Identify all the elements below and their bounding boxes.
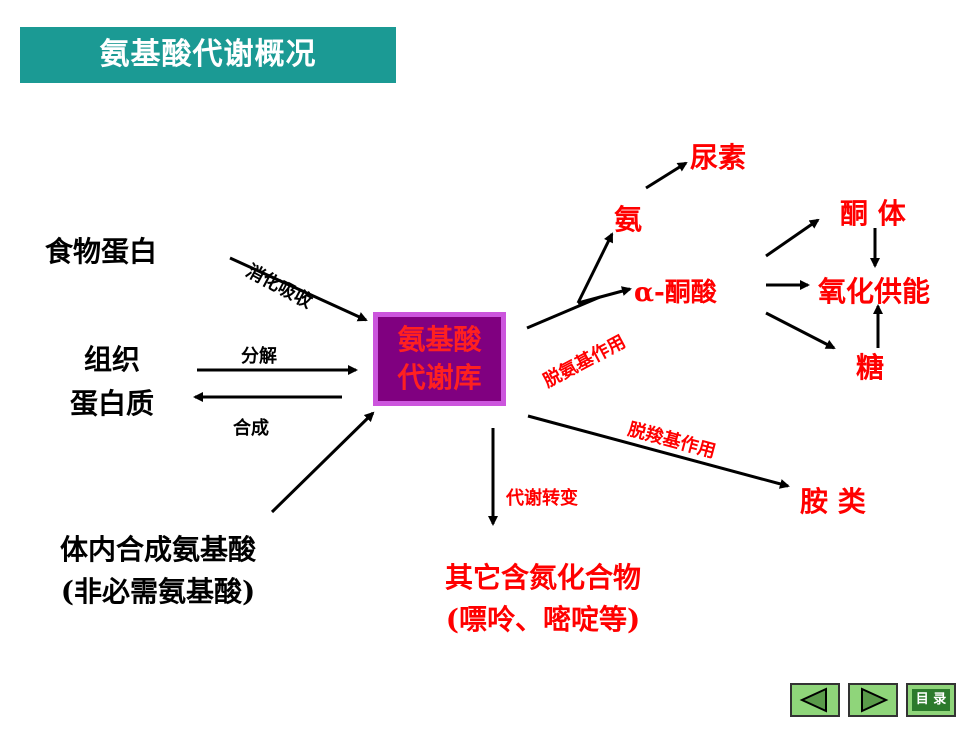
- synthesize-label: 合成: [233, 418, 269, 439]
- metabolic-conversion-label: 代谢转变: [506, 488, 578, 509]
- other-nitrogen-compounds-label: 其它含氮化合物 (嘌呤、嘧啶等): [418, 556, 668, 638]
- pool-line2: 代谢库: [397, 361, 482, 394]
- tissue-protein-label: 组织 蛋白质: [62, 338, 162, 422]
- amino-acid-pool: 氨基酸 代谢库: [373, 312, 506, 406]
- table-of-contents-label: 目 录: [912, 689, 950, 711]
- arrow-to-keto-acid: [577, 286, 632, 305]
- tissue-protein-line2: 蛋白质: [69, 387, 154, 420]
- arrow-to-sugar: [765, 311, 836, 350]
- arrow-to-ammonia: [576, 232, 614, 304]
- ammonia-label: 氨: [614, 203, 643, 236]
- arrow-decarboxylation: [527, 414, 790, 489]
- pool-line1: 氨基酸: [397, 323, 482, 356]
- keto-acid-label: α-酮酸: [634, 278, 717, 308]
- arrow-deamination-stem: [526, 295, 601, 330]
- sugar-label: 糖: [856, 351, 885, 384]
- next-button[interactable]: [848, 683, 898, 717]
- amino-acid-pool-inner: 氨基酸 代谢库: [378, 317, 501, 401]
- triangle-left-icon: [799, 687, 827, 713]
- urea-label: 尿素: [690, 141, 747, 174]
- food-protein-label: 食物蛋白: [45, 235, 158, 268]
- previous-button[interactable]: [790, 683, 840, 717]
- energy-label: 氧化供能: [818, 275, 931, 308]
- arrow-to-ketone: [765, 218, 820, 258]
- triangle-right-icon: [861, 687, 889, 713]
- amines-label: 胺 类: [800, 485, 866, 518]
- synthesized-amino-acid-label: 体内合成氨基酸 (非必需氨基酸): [42, 528, 274, 610]
- synthesized-amino-acid-line2: (非必需氨基酸): [60, 575, 256, 608]
- arrow-synthesis-in: [270, 411, 375, 514]
- other-nitrogen-line2: (嘌呤、嘧啶等): [445, 603, 641, 636]
- other-nitrogen-line1: 其它含氮化合物: [444, 561, 641, 594]
- tissue-protein-line1: 组织: [83, 343, 140, 376]
- arrow-digest: [229, 256, 368, 322]
- decompose-label: 分解: [241, 346, 277, 367]
- table-of-contents-button[interactable]: 目 录: [906, 683, 956, 717]
- ketone-body-label: 酮 体: [840, 197, 906, 230]
- synthesized-amino-acid-line1: 体内合成氨基酸: [59, 533, 256, 566]
- page-title: 氨基酸代谢概况: [20, 27, 396, 83]
- arrow-to-urea: [645, 161, 688, 190]
